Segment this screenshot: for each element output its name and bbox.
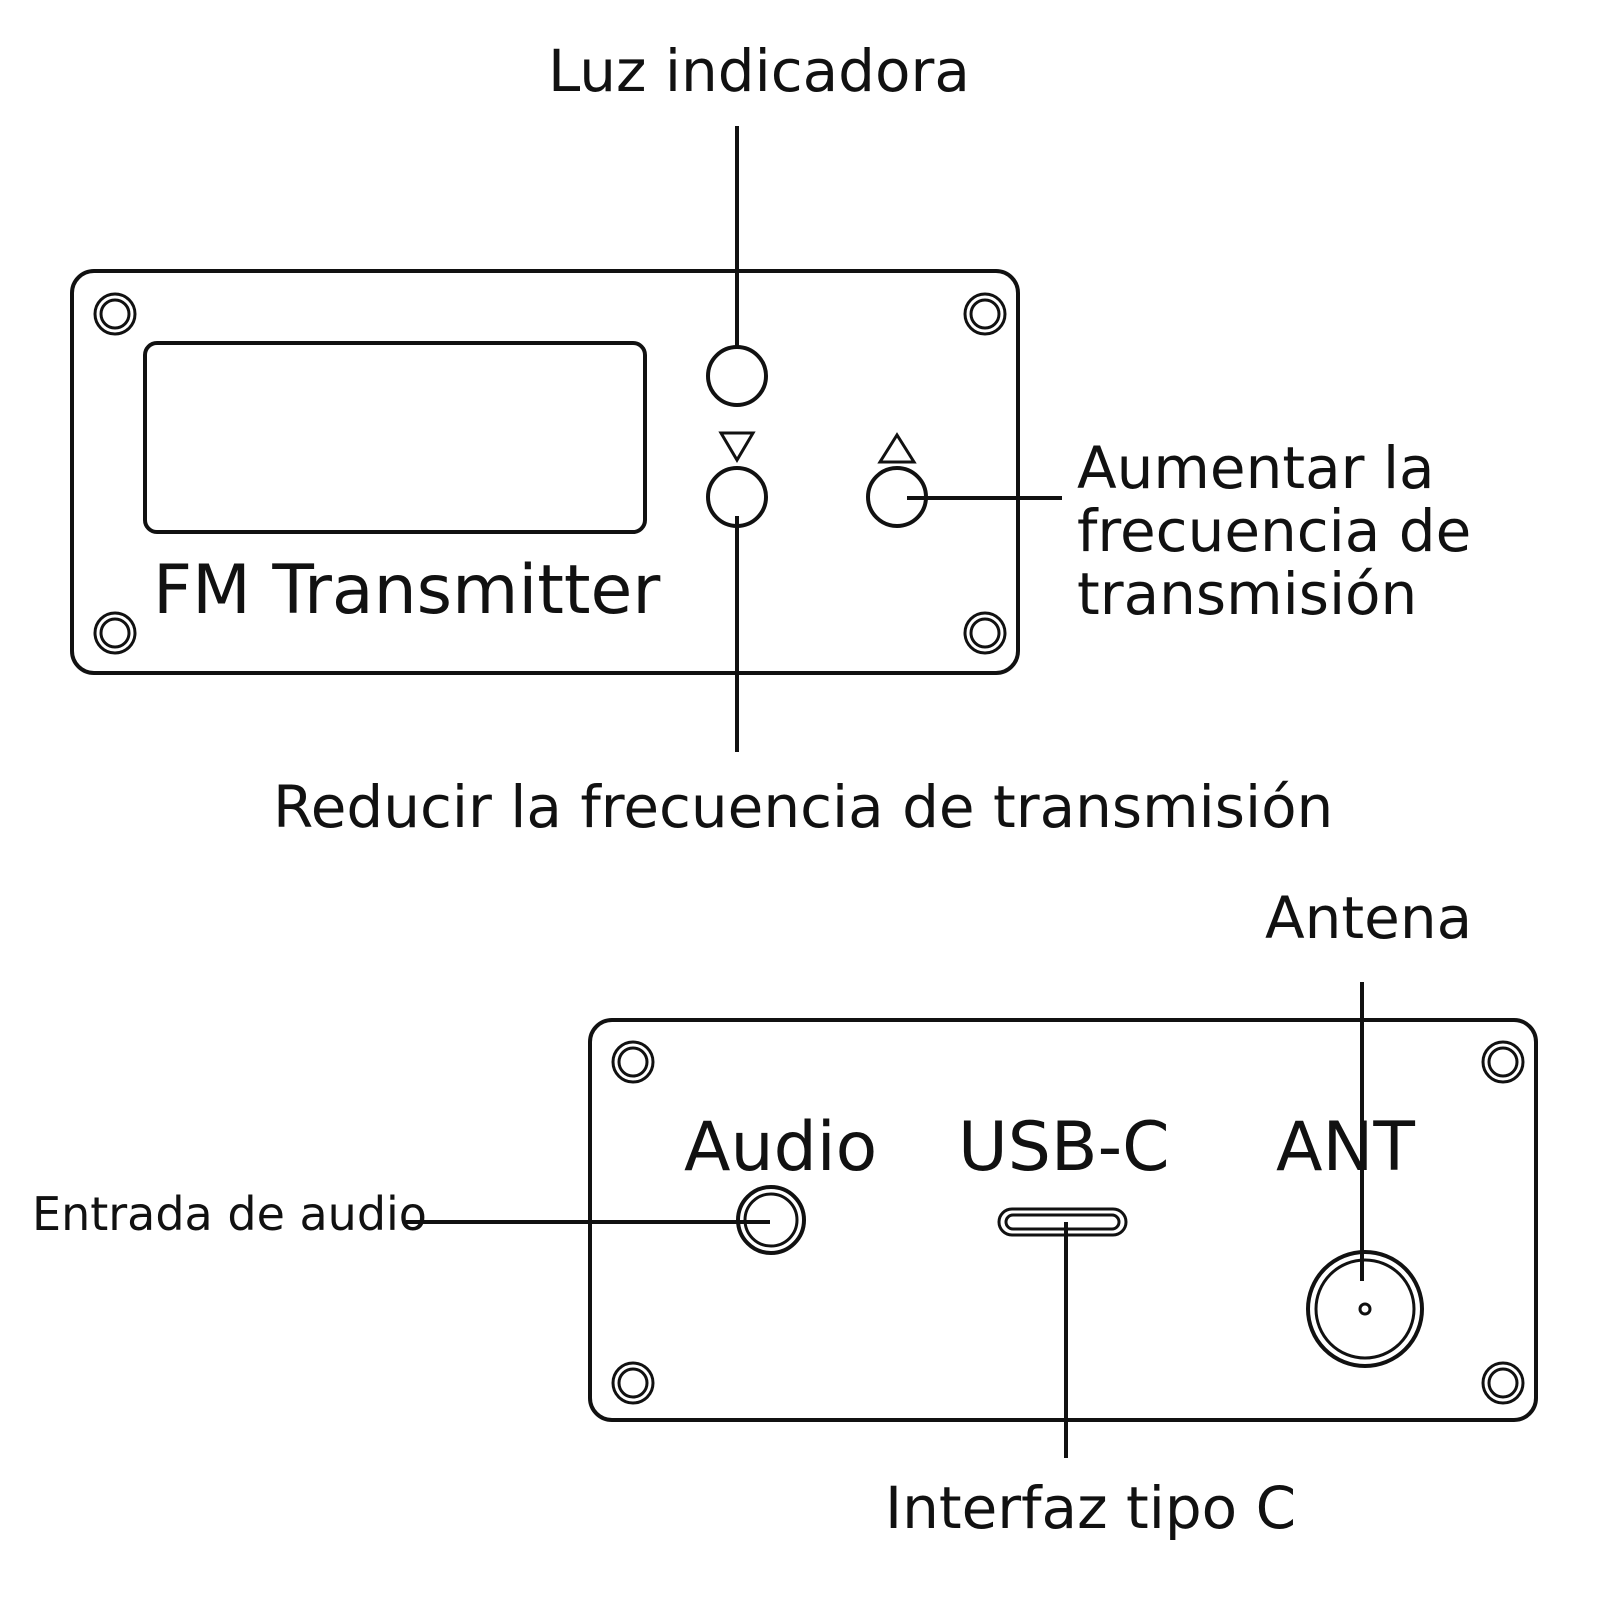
type-c-callout: Interfaz tipo C [885, 1474, 1296, 1542]
decrease-callout: Reducir la frecuencia de transmisión [273, 773, 1333, 841]
usb-c-port-icon[interactable] [997, 1207, 1128, 1237]
screw-icon [611, 1361, 655, 1405]
up-arrow-icon [877, 432, 917, 464]
increase-callout-line2: frecuencia de [1077, 497, 1471, 565]
increase-callout-line1: Aumentar la [1077, 434, 1435, 502]
screw-icon [1481, 1361, 1525, 1405]
indicator-callout: Luz indicadora [548, 37, 970, 105]
screw-icon [963, 292, 1007, 336]
indicator-light [706, 345, 768, 407]
screw-icon [1481, 1040, 1525, 1084]
back-panel: Audio USB-C ANT Antena Entrada de audio … [32, 884, 1538, 1542]
antenna-connector-icon[interactable] [1306, 1250, 1424, 1368]
audio-in-callout: Entrada de audio [32, 1187, 427, 1241]
screw-icon [963, 611, 1007, 655]
lcd-display [143, 341, 647, 534]
audio-port-label: Audio [684, 1108, 877, 1187]
down-arrow-icon [718, 431, 756, 463]
ant-port-label: ANT [1276, 1108, 1415, 1187]
increase-callout-line3: transmisión [1077, 560, 1417, 628]
usb-port-label: USB-C [958, 1108, 1170, 1187]
front-panel-body [70, 269, 1020, 675]
screw-icon [93, 611, 137, 655]
screw-icon [93, 292, 137, 336]
front-panel: FM Transmitter Luz indicadora Reducir la… [70, 37, 1471, 841]
antenna-callout: Antena [1265, 884, 1472, 952]
front-panel-label: FM Transmitter [153, 551, 660, 630]
screw-icon [611, 1040, 655, 1084]
